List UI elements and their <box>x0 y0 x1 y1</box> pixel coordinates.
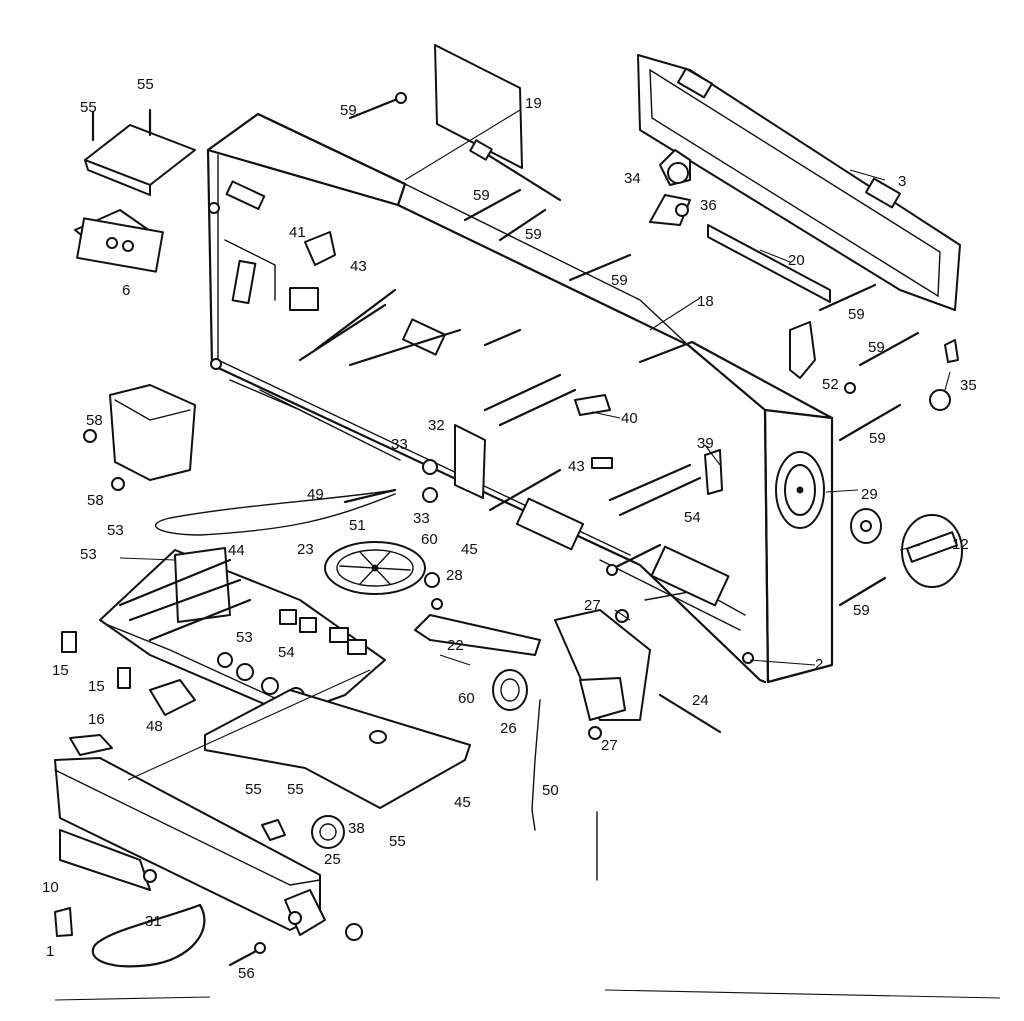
callout-27: 27 <box>584 597 601 614</box>
callout-25: 25 <box>324 851 341 868</box>
callout-53: 53 <box>236 629 253 646</box>
callout-50: 50 <box>542 782 559 799</box>
callout-24: 24 <box>692 692 709 709</box>
callout-20: 20 <box>788 252 805 269</box>
callout-1: 1 <box>46 943 55 960</box>
callout-38: 38 <box>348 820 365 837</box>
callout-45: 45 <box>454 794 471 811</box>
callout-15: 15 <box>88 678 105 695</box>
callout-59: 59 <box>848 306 865 323</box>
callout-55: 55 <box>389 833 406 850</box>
callout-45: 45 <box>461 541 478 558</box>
callout-22: 22 <box>447 637 464 654</box>
callout-32: 32 <box>428 417 445 434</box>
lower-chassis <box>54 488 722 968</box>
callout-33: 33 <box>391 436 408 453</box>
callout-44: 44 <box>228 542 245 559</box>
callout-19: 19 <box>525 95 542 112</box>
leader-lines <box>54 109 1001 1001</box>
callout-34: 34 <box>624 170 641 187</box>
callout-52: 52 <box>822 376 839 393</box>
callout-56: 56 <box>238 965 255 982</box>
callout-59: 59 <box>869 430 886 447</box>
callout-59: 59 <box>611 272 628 289</box>
callout-31: 31 <box>145 913 162 930</box>
callout-40: 40 <box>621 410 638 427</box>
top-panels <box>434 44 961 311</box>
callout-12: 12 <box>952 536 969 553</box>
callout-10: 10 <box>42 879 59 896</box>
callout-28: 28 <box>446 567 463 584</box>
callout-60: 60 <box>421 531 438 548</box>
callout-36: 36 <box>700 197 717 214</box>
callout-2: 2 <box>815 656 824 673</box>
main-cabinet <box>206 112 834 684</box>
callout-51: 51 <box>349 517 366 534</box>
small-parts-upper <box>74 92 963 607</box>
callout-43: 43 <box>350 258 367 275</box>
callout-35: 35 <box>960 377 977 394</box>
callout-53: 53 <box>107 522 124 539</box>
callout-59: 59 <box>868 339 885 356</box>
callout-53: 53 <box>80 546 97 563</box>
callout-41: 41 <box>289 224 306 241</box>
callout-55: 55 <box>137 76 154 93</box>
callout-55: 55 <box>287 781 304 798</box>
callout-15: 15 <box>52 662 69 679</box>
callout-33: 33 <box>413 510 430 527</box>
callout-26: 26 <box>500 720 517 737</box>
callout-23: 23 <box>297 541 314 558</box>
callout-6: 6 <box>122 282 131 299</box>
callout-48: 48 <box>146 718 163 735</box>
callout-59: 59 <box>853 602 870 619</box>
callout-16: 16 <box>88 711 105 728</box>
callout-49: 49 <box>307 486 324 503</box>
callout-29: 29 <box>861 486 878 503</box>
callout-58: 58 <box>86 412 103 429</box>
callout-39: 39 <box>697 435 714 452</box>
callout-55: 55 <box>245 781 262 798</box>
callout-60: 60 <box>458 690 475 707</box>
callout-55: 55 <box>80 99 97 116</box>
callout-27: 27 <box>601 737 618 754</box>
callout-54: 54 <box>278 644 295 661</box>
callout-59: 59 <box>340 102 357 119</box>
callout-3: 3 <box>898 173 907 190</box>
callout-59: 59 <box>473 187 490 204</box>
callout-54: 54 <box>684 509 701 526</box>
callout-59: 59 <box>525 226 542 243</box>
callout-58: 58 <box>87 492 104 509</box>
callout-43: 43 <box>568 458 585 475</box>
callout-18: 18 <box>697 293 714 310</box>
